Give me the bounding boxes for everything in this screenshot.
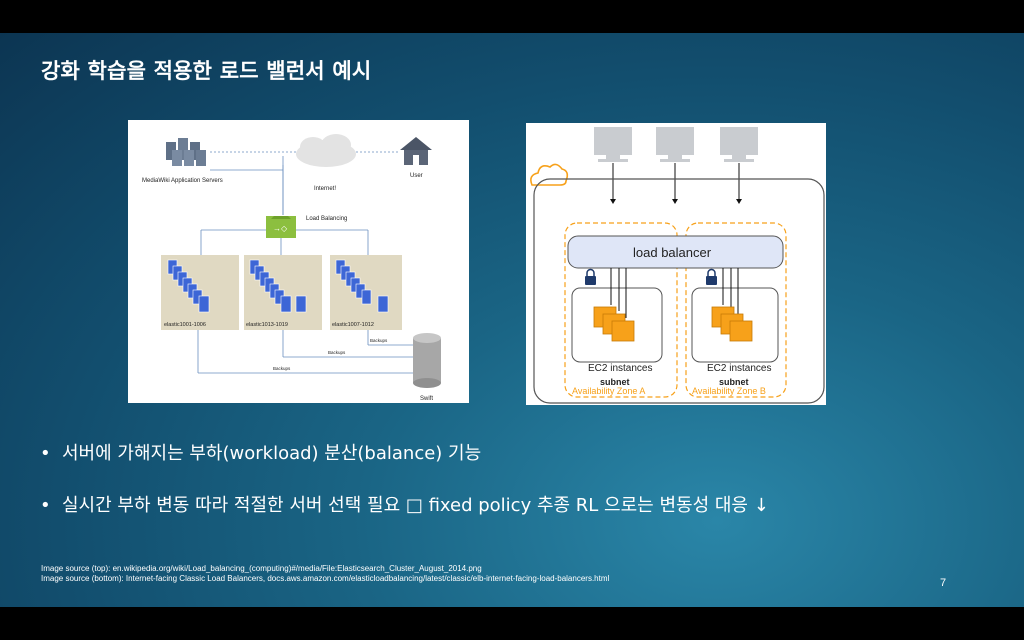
source-top: Image source (top): en.wikipedia.org/wik… xyxy=(41,564,482,573)
backup-label-2: Backups xyxy=(328,350,346,355)
ec2-label-b: EC2 instances xyxy=(707,363,771,374)
lock-icon xyxy=(585,268,717,285)
subnet-label-b: subnet xyxy=(719,377,749,387)
cluster-3: elastic1007-1012 xyxy=(330,255,402,330)
aws-load-balancer-diagram: load balancer xyxy=(526,123,826,405)
source-bottom: Image source (bottom): Internet-facing C… xyxy=(41,574,610,583)
slide: 강화 학습을 적용한 로드 밸런서 예시 MediaWiki Applicati… xyxy=(0,33,1024,607)
bullet-text: 실시간 부하 변동 따라 적절한 서버 선택 필요 □ fixed policy… xyxy=(62,495,769,516)
user-label: User xyxy=(410,173,423,179)
backup-label-1: Backups xyxy=(370,338,388,343)
cluster-3-label: elastic1007-1012 xyxy=(332,322,374,328)
zone-a-label: Availability Zone A xyxy=(572,386,645,396)
svg-text:→◇: →◇ xyxy=(273,224,288,233)
elasticsearch-cluster-diagram: MediaWiki Application Servers Internet! … xyxy=(128,120,469,403)
client-computer-icon xyxy=(594,127,758,162)
bullet-marker: • xyxy=(40,495,51,516)
cloud-icon xyxy=(296,134,356,167)
bullet-item: • 실시간 부하 변동 따라 적절한 서버 선택 필요 □ fixed polic… xyxy=(40,491,769,517)
load-balancer-label: load balancer xyxy=(633,245,712,260)
bullet-item: • 서버에 가해지는 부하(workload) 분산(balance) 기능 xyxy=(40,439,481,465)
page-number: 7 xyxy=(940,577,947,589)
image-sources: Image source (top): en.wikipedia.org/wik… xyxy=(41,564,609,584)
swift-label: Swift xyxy=(420,396,433,402)
ec2-instance-icon xyxy=(593,306,753,342)
server-stack-icon xyxy=(166,138,206,166)
user-house-icon xyxy=(400,137,432,165)
cluster-1: elastic1001-1006 xyxy=(161,255,239,330)
ec2-label-a: EC2 instances xyxy=(588,363,652,374)
internet-label: Internet! xyxy=(314,186,336,192)
load-balancer-icon: →◇ xyxy=(266,216,296,238)
load-balancing-label: Load Balancing xyxy=(306,216,347,222)
storage-cylinder-icon xyxy=(413,333,441,388)
cluster-2-label: elastic1013-1019 xyxy=(246,322,288,328)
bullet-text: 서버에 가해지는 부하(workload) 분산(balance) 기능 xyxy=(62,443,482,464)
slide-title: 강화 학습을 적용한 로드 밸런서 예시 xyxy=(41,59,372,83)
bullet-marker: • xyxy=(40,443,51,464)
subnet-label-a: subnet xyxy=(600,377,630,387)
app-servers-label: MediaWiki Application Servers xyxy=(142,178,223,184)
zone-b-label: Availability Zone B xyxy=(692,386,766,396)
aws-cloud-icon xyxy=(530,163,569,186)
cluster-1-label: elastic1001-1006 xyxy=(164,322,206,328)
backup-label-3: Backups xyxy=(273,366,291,371)
cluster-2: elastic1013-1019 xyxy=(244,255,322,330)
